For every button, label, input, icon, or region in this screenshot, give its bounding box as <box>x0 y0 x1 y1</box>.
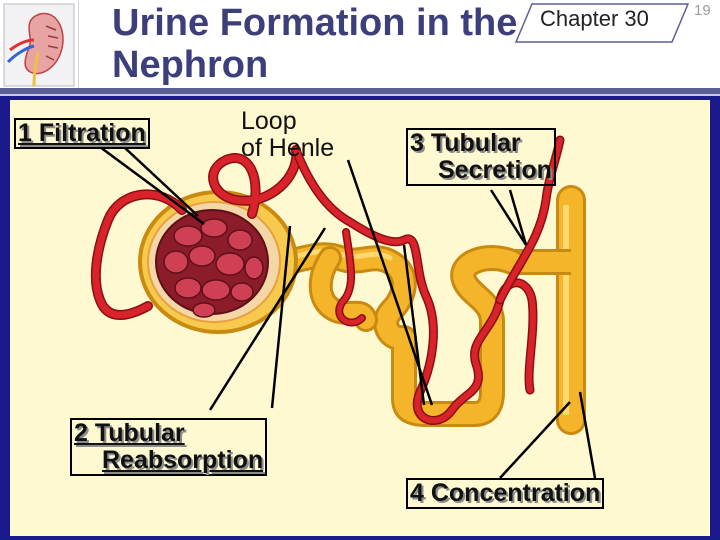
label-reabsorption-line1: 2 Tubular <box>74 419 185 447</box>
label-tubular-reabsorption: 2 Tubular Reabsorption <box>70 418 268 476</box>
header-divider-thin <box>0 94 720 96</box>
tubule <box>269 242 525 427</box>
glomerulus <box>138 190 298 334</box>
label-tubular-secretion: 3 Tubular Secretion <box>406 128 556 186</box>
label-secretion-line2: Secretion <box>438 156 552 184</box>
label-loop-line2: of Henle <box>241 134 335 162</box>
page-number: 19 <box>694 2 711 19</box>
chapter-label: Chapter 30 <box>540 6 649 31</box>
label-loop-of-henle: Loop of Henle <box>241 108 334 162</box>
label-pointers <box>99 145 597 479</box>
label-reabsorption-line2: Reabsorption <box>102 446 264 474</box>
label-loop-line1: Loop <box>241 107 297 135</box>
header-divider <box>0 88 720 94</box>
kidney-thumbnail-image <box>0 0 79 90</box>
label-concentration: 4 Concentration <box>406 478 605 509</box>
label-secretion-line1: 3 Tubular <box>410 129 521 157</box>
label-filtration: 1 Filtration <box>14 118 150 149</box>
page-title: Urine Formation in the Nephron <box>112 2 518 86</box>
chapter-tab <box>514 3 690 43</box>
